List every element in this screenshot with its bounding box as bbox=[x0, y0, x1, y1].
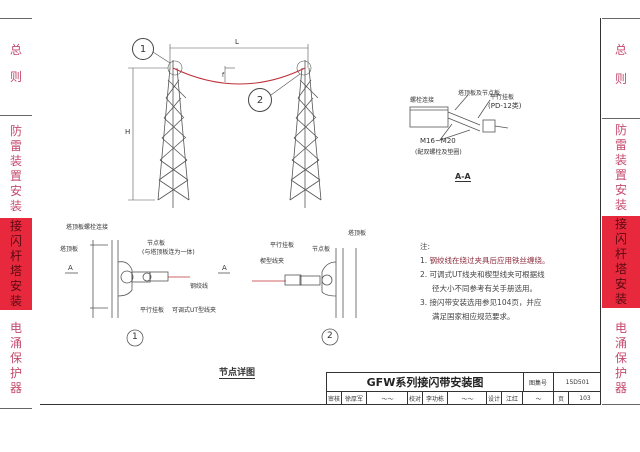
checker-name: 李功栋 bbox=[423, 392, 448, 405]
divider bbox=[602, 404, 640, 405]
aa-tower-plate-label: 塔顶板及节点板 bbox=[458, 90, 501, 97]
divider bbox=[0, 408, 32, 409]
section-aa-title: A-A bbox=[455, 172, 471, 182]
aa-parallel-plate-model: (PD-12类) bbox=[488, 102, 522, 110]
note-item: 2. 可调式UT线夹和楔型线夹可根据线 bbox=[420, 270, 545, 279]
d2-tower-top-label: 塔顶板 bbox=[348, 230, 367, 237]
dim-sag-label: f bbox=[222, 72, 225, 79]
left-section-tabs: 总 则 防雷装置安装 接闪杆塔安装 电涌保护器 bbox=[0, 0, 32, 452]
right-tower-icon bbox=[289, 60, 322, 208]
title-block: GFW系列接闪带安装图 图集号 15D501 审核 徐厚军 ～～ 校对 李功栋 … bbox=[326, 372, 601, 405]
drawing-frame bbox=[40, 18, 601, 405]
designer-name: 江红 bbox=[502, 392, 523, 405]
d1-node-plate-note: (与塔顶板连为一体) bbox=[142, 249, 195, 256]
d1-steel-strand-label: 钢绞线 bbox=[190, 283, 209, 290]
tab-air-terminal-tower-install[interactable]: 接闪杆塔安装 bbox=[0, 218, 32, 310]
atlas-label: 图集号 bbox=[523, 373, 554, 392]
d2-parallel-plate-label: 平行挂板 bbox=[270, 242, 295, 249]
d1-section-mark-left: A bbox=[68, 264, 73, 272]
detail-1-drawing bbox=[65, 240, 230, 347]
dim-height-label: H bbox=[125, 128, 131, 136]
catenary-wire bbox=[172, 67, 306, 85]
divider bbox=[602, 18, 640, 19]
aa-bolt-connection-label: 螺栓连接 bbox=[410, 97, 435, 104]
tab-lightning-device-install[interactable]: 防雷装置安装 bbox=[9, 124, 22, 213]
design-label: 设计 bbox=[487, 392, 502, 405]
d1-top-bolt-label: 塔顶板螺栓连接 bbox=[66, 224, 109, 231]
d1-node-plate-label: 节点板 bbox=[147, 240, 166, 247]
right-section-tabs: 总 则 防雷装置安装 接闪杆塔安装 电涌保护器 bbox=[602, 0, 640, 452]
divider bbox=[0, 115, 32, 116]
tab-surge-protector[interactable]: 电涌保护器 bbox=[614, 320, 627, 395]
d1-tower-top-label: 塔顶板 bbox=[60, 246, 79, 253]
note-continuation: 满足国家相应规范要求。 bbox=[432, 312, 515, 321]
designer-signature: ～ bbox=[523, 392, 554, 405]
detail-1-marker: 1 bbox=[132, 332, 138, 342]
aa-bolt-note: (配双螺栓及垫圈) bbox=[415, 149, 462, 156]
tab-general[interactable]: 总 则 bbox=[614, 43, 627, 86]
note-item: 3. 接闪带安装选用参见104页，并应 bbox=[420, 298, 542, 307]
section-aa-drawing bbox=[409, 94, 509, 141]
divider bbox=[0, 18, 32, 19]
page-number: 103 bbox=[579, 395, 591, 402]
note-continuation: 径大小不同参考有关手册选用。 bbox=[432, 284, 537, 293]
detail-marker-2[interactable]: 2 bbox=[248, 88, 272, 112]
reviewer-name: 徐厚军 bbox=[342, 392, 367, 405]
left-tower-icon bbox=[157, 60, 190, 208]
tab-general[interactable]: 总 则 bbox=[0, 32, 32, 96]
d2-node-plate-label: 节点板 bbox=[312, 246, 331, 253]
notes-heading: 注: bbox=[420, 242, 431, 251]
aa-parallel-plate-label: 平行挂板 bbox=[490, 94, 515, 101]
aa-bolt-size: M16~M20 bbox=[420, 137, 456, 145]
notes-block: 注: 1. 钢绞线在绕过夹具后应用铁丝缠绕。 2. 可调式UT线夹和楔型线夹可根… bbox=[420, 240, 550, 324]
page-label: 页 bbox=[554, 392, 569, 405]
tab-char: 总 bbox=[9, 43, 22, 57]
d2-wedge-clamp-label: 楔型线夹 bbox=[260, 258, 285, 265]
note-item: 1. 钢绞线在绕过夹具后应用铁丝缠绕。 bbox=[420, 256, 550, 265]
d1-parallel-plate-label: 平行挂板 bbox=[140, 307, 165, 314]
node-detail-caption: 节点详图 bbox=[219, 365, 256, 379]
detail-marker-1[interactable]: 1 bbox=[132, 38, 154, 60]
tab-surge-protector[interactable]: 电涌保护器 bbox=[9, 320, 22, 395]
tab-air-terminal-tower-install[interactable]: 接闪杆塔安装 bbox=[602, 216, 640, 308]
review-label: 审核 bbox=[327, 392, 342, 405]
d1-section-mark-right: A bbox=[222, 264, 227, 272]
dim-span-label: L bbox=[235, 38, 239, 46]
check-label: 校对 bbox=[408, 392, 423, 405]
tab-char: 则 bbox=[9, 70, 22, 84]
detail-2-drawing bbox=[252, 248, 357, 346]
checker-signature: ～～ bbox=[448, 392, 487, 405]
tab-lightning-device-install[interactable]: 防雷装置安装 bbox=[614, 123, 627, 212]
detail-2-marker: 2 bbox=[327, 331, 333, 341]
d1-ut-clamp-label: 可调式UT型线夹 bbox=[172, 307, 217, 314]
divider bbox=[602, 118, 640, 119]
drawing-title: GFW系列接闪带安装图 bbox=[327, 373, 524, 392]
atlas-number: 15D501 bbox=[554, 373, 601, 392]
reviewer-signature: ～～ bbox=[367, 392, 408, 405]
